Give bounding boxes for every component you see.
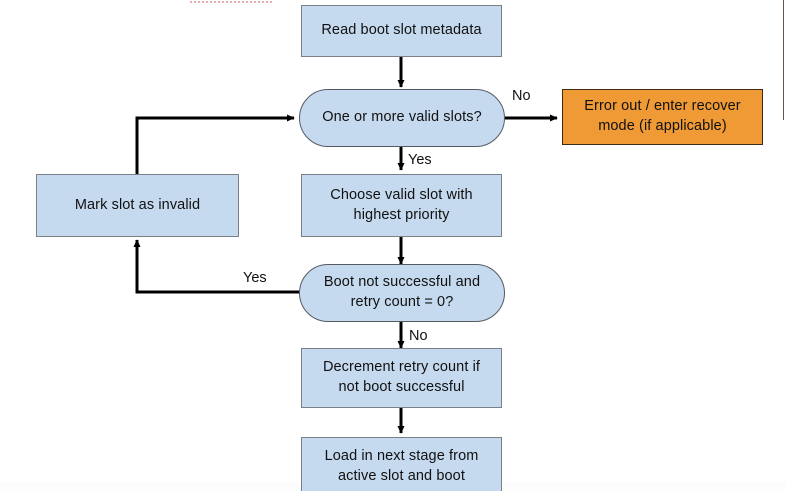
node-one-or-more-valid-slots[interactable]: One or more valid slots? [299, 89, 505, 147]
node-mark-slot-as-invalid[interactable]: Mark slot as invalid [36, 174, 239, 237]
edge-retry-yes-to-mark-invalid [133, 239, 299, 294]
right-edge-rule [783, 0, 784, 120]
edge-label-valid-slots-no: No [512, 88, 531, 104]
node-decrement-retry-count[interactable]: Decrement retry count if not boot succes… [301, 348, 502, 408]
edge-label-valid-slots-yes: Yes [408, 152, 432, 168]
edge-label-retry-no: No [409, 328, 428, 344]
node-read-boot-slot-metadata[interactable]: Read boot slot metadata [301, 5, 502, 57]
node-error-out-enter-recover-mode[interactable]: Error out / enter recover mode (if appli… [562, 89, 763, 145]
node-boot-not-successful-retry-count-zero[interactable]: Boot not successful and retry count = 0? [299, 264, 505, 322]
edge-label-retry-yes: Yes [243, 270, 267, 286]
node-choose-valid-slot-highest-priority[interactable]: Choose valid slot with highest priority [301, 174, 502, 237]
node-load-next-stage-from-active-slot[interactable]: Load in next stage from active slot and … [301, 437, 502, 491]
red-dashed-marker [190, 1, 272, 3]
edge-mark-invalid-to-valid-slots [135, 114, 295, 174]
